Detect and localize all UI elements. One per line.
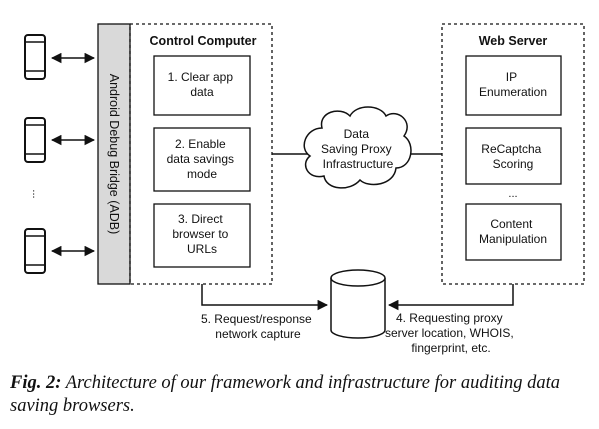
caption-text: Architecture of our framework and infras… [10, 373, 561, 416]
ip-enumeration-line-2: Enumeration [479, 85, 547, 99]
step-2-line-3: mode [187, 167, 217, 181]
caption-lead: Fig. 2: [10, 373, 62, 393]
web-server-box [441, 23, 585, 285]
step-3-line-3: URLs [187, 242, 217, 256]
proxy-cloud-line-1: Data [344, 127, 370, 141]
content-manipulation-line-2: Manipulation [479, 232, 547, 246]
step-3-line-1: 3. Direct [178, 212, 223, 226]
recaptcha-scoring-label: ReCaptcha Scoring [481, 142, 544, 171]
proxy-cloud-label: Data Saving Proxy Infrastructure [321, 127, 395, 171]
left-annotation-line-2: network capture [215, 327, 301, 341]
proxy-cloud-line-2: Saving Proxy [321, 142, 392, 156]
step-3-line-2: browser to [172, 227, 228, 241]
content-manipulation-line-1: Content [490, 217, 533, 231]
step-2-line-2: data savings [167, 152, 234, 166]
step-3-box [153, 203, 251, 268]
control-computer-title: Control Computer [150, 34, 257, 48]
web-server-ellipsis: ... [508, 188, 517, 200]
web-server-title: Web Server [479, 34, 548, 48]
left-annotation: 5. Request/response network capture [201, 312, 315, 341]
step-1-label: 1. Clear app data [168, 70, 237, 99]
webserver-to-database-arrow [387, 284, 514, 311]
ip-enumeration-label: IP Enumeration [479, 70, 547, 99]
content-manipulation-label: Content Manipulation [479, 217, 547, 246]
step-2-line-1: 2. Enable [175, 137, 226, 151]
control-to-database-arrow [201, 284, 329, 311]
right-annotation-line-1: 4. Requesting proxy [396, 311, 503, 325]
step-2-label: 2. Enable data savings mode [167, 137, 238, 181]
phone-1-icon [24, 34, 46, 80]
recaptcha-scoring-box [465, 127, 562, 185]
recaptcha-scoring-line-2: Scoring [493, 157, 534, 171]
right-annotation-line-3: fingerprint, etc. [411, 341, 490, 355]
recaptcha-scoring-line-1: ReCaptcha [481, 142, 541, 156]
ip-enumeration-line-1: IP [506, 70, 517, 84]
phone-2-icon [24, 117, 46, 163]
ip-enumeration-box [465, 55, 562, 116]
adb-label: Android Debug Bridge (ADB) [107, 74, 121, 235]
right-annotation: 4. Requesting proxy server location, WHO… [385, 311, 517, 355]
proxy-cloud-icon [303, 106, 412, 189]
step-1-line-2: data [190, 85, 214, 99]
phone-3-icon [24, 228, 46, 274]
content-manipulation-box [465, 203, 562, 261]
step-1-box [153, 55, 251, 116]
proxy-cloud-line-3: Infrastructure [323, 157, 394, 171]
database-icon [330, 269, 386, 339]
step-3-label: 3. Direct browser to URLs [172, 212, 231, 256]
phones-ellipsis: ... [30, 189, 42, 198]
step-1-line-1: 1. Clear app [168, 70, 234, 84]
figure-caption: Fig. 2: Architecture of our framework an… [10, 372, 595, 418]
right-annotation-line-2: server location, WHOIS, [385, 326, 514, 340]
step-2-box [153, 127, 251, 192]
left-annotation-line-1: 5. Request/response [201, 312, 312, 326]
